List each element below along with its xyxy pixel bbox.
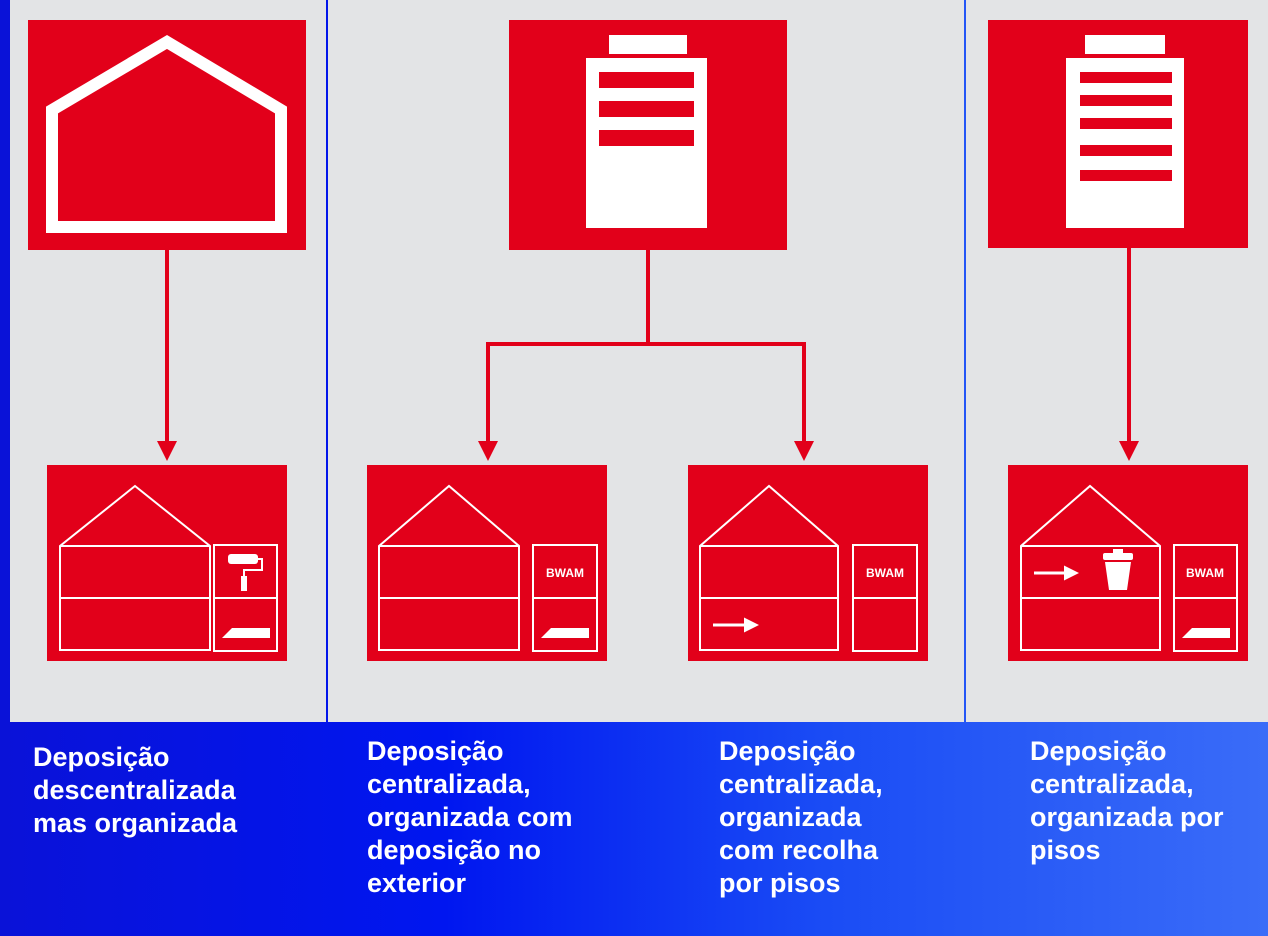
caption-line: Deposição xyxy=(719,736,856,766)
bwam-label: BWAM xyxy=(866,566,904,580)
caption-line: organizada com xyxy=(367,802,573,832)
caption-line: exterior xyxy=(367,868,467,898)
skip-container-icon xyxy=(1182,628,1230,638)
caption-line: Deposição xyxy=(367,736,504,766)
house-icon-box xyxy=(28,20,306,250)
caption-line: centralizada, xyxy=(1030,769,1194,799)
caption-line: organizada xyxy=(719,802,862,832)
caption-line: com recolha xyxy=(719,835,879,865)
skip-container-icon xyxy=(541,628,589,638)
site-box-decentralized xyxy=(47,465,287,661)
caption-centralized-external: Deposição centralizada, organizada com d… xyxy=(367,735,573,900)
waste-bin-icon xyxy=(1103,549,1133,590)
caption-line: pisos xyxy=(1030,835,1101,865)
caption-line: deposição no xyxy=(367,835,542,865)
building-icon-box-center xyxy=(509,20,787,250)
caption-line: descentralizada xyxy=(33,775,236,805)
caption-line: Deposição xyxy=(1030,736,1167,766)
caption-centralized-by-floors: Deposição centralizada, organizada por p… xyxy=(1030,735,1224,867)
caption-line: centralizada, xyxy=(719,769,883,799)
branch-connector xyxy=(478,250,814,461)
building-icon-box-right xyxy=(988,20,1248,248)
site-box-floor-collection: BWAM xyxy=(688,465,928,661)
caption-centralized-floor-collection: Deposição centralizada, organizada com r… xyxy=(719,735,883,900)
skip-container-icon xyxy=(222,628,270,638)
waste-deposition-diagram: BWAM BWAM BWAM xyxy=(28,20,1248,661)
site-box-by-floors: BWAM xyxy=(1008,465,1248,661)
caption-line: mas organizada xyxy=(33,808,238,838)
caption-line: organizada por xyxy=(1030,802,1224,832)
bwam-label: BWAM xyxy=(1186,566,1224,580)
caption-line: centralizada, xyxy=(367,769,531,799)
site-box-external-deposit: BWAM xyxy=(367,465,607,661)
caption-line: Deposição xyxy=(33,742,170,772)
caption-line: por pisos xyxy=(719,868,841,898)
bwam-label: BWAM xyxy=(546,566,584,580)
paint-roller-icon xyxy=(228,554,263,591)
caption-decentralized: Deposição descentralizada mas organizada xyxy=(33,741,237,840)
